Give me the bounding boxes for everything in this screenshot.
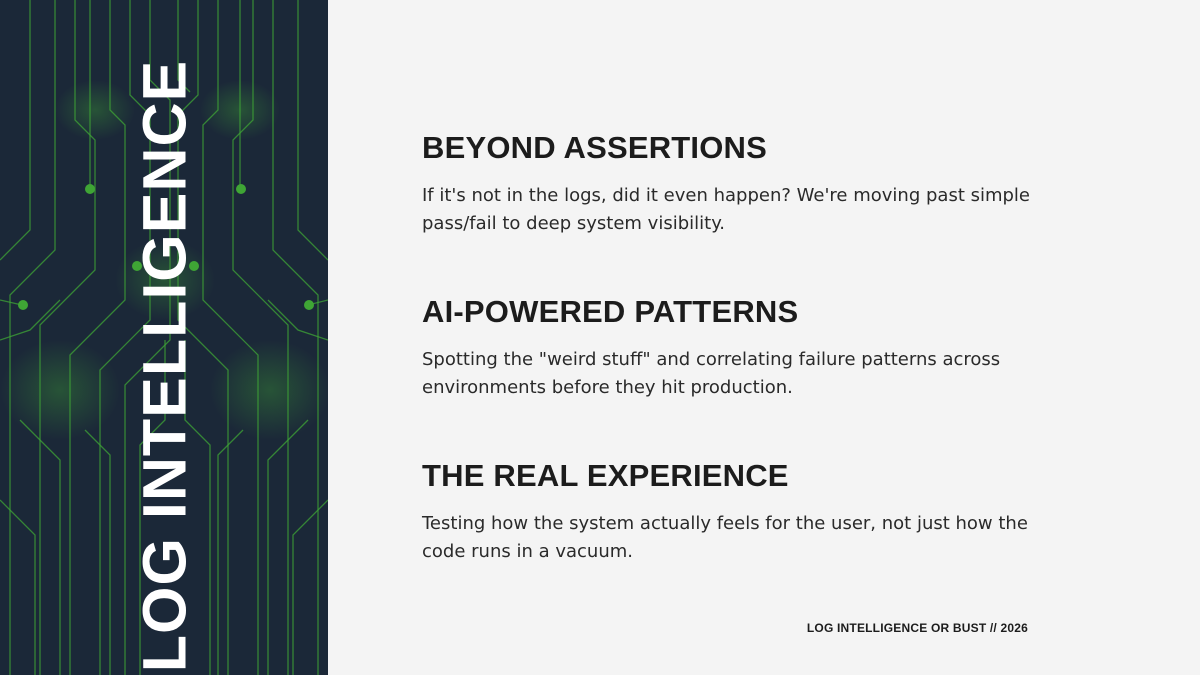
section-body: Spotting the "weird stuff" and correlati… — [422, 349, 1001, 398]
sidebar-title: LOG INTELLIGENCE — [130, 59, 199, 673]
circuit-board-graphic — [0, 0, 328, 675]
section-heading: AI-POWERED PATTERNS — [422, 294, 799, 329]
section-body: Testing how the system actually feels fo… — [422, 513, 1028, 562]
section-beyond-assertions: BEYOND ASSERTIONS If it's not in the log… — [422, 130, 1062, 238]
section-real-experience: THE REAL EXPERIENCE Testing how the syst… — [422, 458, 1062, 566]
footer-text: LOG INTELLIGENCE OR BUST // 2026 — [806, 621, 1028, 635]
section-ai-powered-patterns: AI-POWERED PATTERNS Spotting the "weird … — [422, 294, 1062, 402]
section-heading: BEYOND ASSERTIONS — [422, 130, 768, 165]
section-body: If it's not in the logs, did it even hap… — [422, 185, 1031, 234]
section-heading: THE REAL EXPERIENCE — [422, 458, 789, 493]
sidebar-panel: LOG INTELLIGENCE — [0, 0, 328, 675]
